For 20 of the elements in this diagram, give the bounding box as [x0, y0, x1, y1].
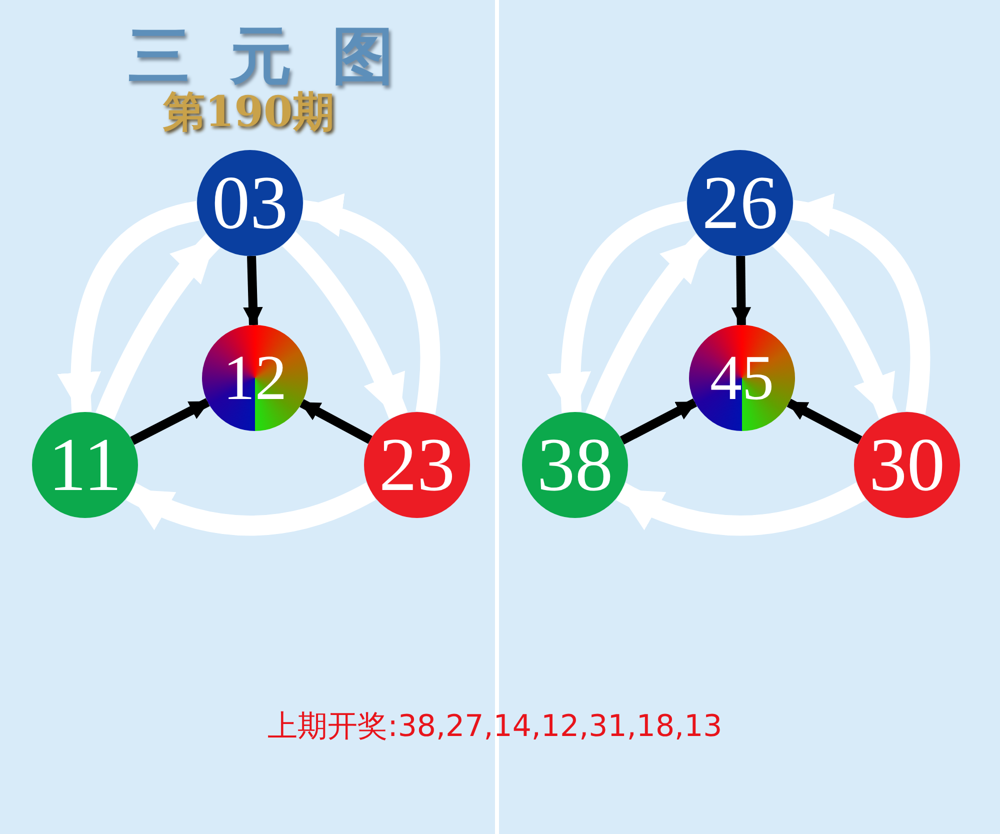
curved-arrow	[788, 196, 930, 414]
number-ball: 23	[364, 412, 470, 518]
curved-arrow	[772, 232, 898, 420]
arrow	[243, 256, 263, 327]
arrow	[300, 399, 372, 444]
curved-arrow	[96, 234, 220, 420]
arrow	[130, 398, 210, 445]
number-ball: 26	[687, 150, 793, 256]
curved-arrow	[298, 196, 440, 414]
curved-arrow	[586, 234, 710, 420]
curved-arrow	[616, 482, 866, 536]
arrow	[786, 398, 862, 444]
number-ball: 11	[32, 412, 138, 518]
arrow	[731, 256, 752, 327]
previous-draw-text: 上期开奖:38,27,14,12,31,18,13	[266, 708, 724, 746]
number-ball: 30	[854, 412, 960, 518]
curved-arrow	[282, 232, 408, 420]
number-ball: 03	[197, 150, 303, 256]
curved-arrow	[126, 482, 376, 536]
number-ball: 38	[522, 412, 628, 518]
